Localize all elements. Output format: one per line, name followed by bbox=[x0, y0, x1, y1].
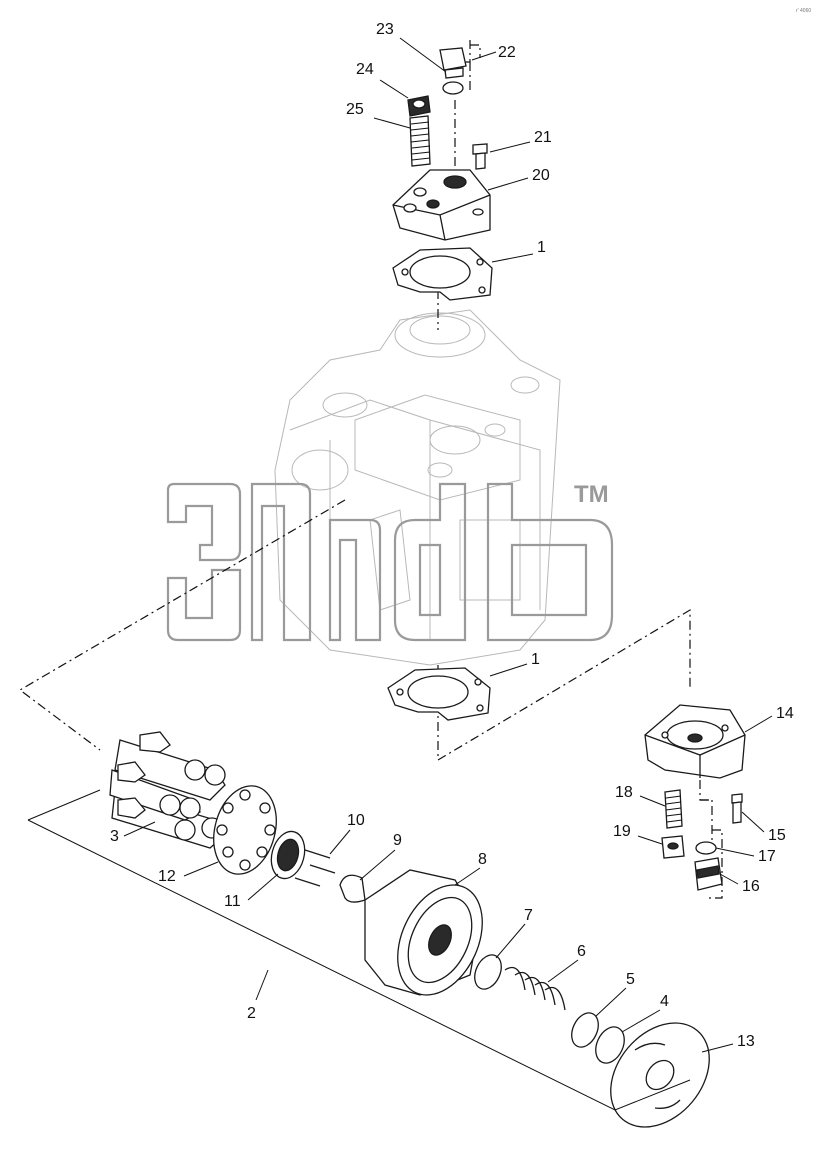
nut-19 bbox=[661, 835, 685, 859]
spring-6 bbox=[504, 966, 566, 1011]
callout-19: 19 bbox=[613, 823, 631, 840]
callout-5: 5 bbox=[626, 971, 635, 988]
nut-24 bbox=[407, 95, 431, 117]
gasket-1-top bbox=[392, 247, 493, 301]
stud-18 bbox=[664, 789, 683, 829]
callout-11: 11 bbox=[224, 893, 241, 910]
screw-21 bbox=[472, 143, 488, 170]
cover-20 bbox=[392, 169, 491, 241]
assembly-outline-2 bbox=[27, 789, 691, 1111]
pins-10 bbox=[294, 849, 336, 887]
callout-14: 14 bbox=[776, 705, 794, 722]
callout-8: 8 bbox=[478, 851, 487, 868]
cylinder-barrel-8 bbox=[364, 869, 483, 996]
valve-plate-13 bbox=[610, 1022, 710, 1128]
callout-9: 9 bbox=[393, 832, 402, 849]
plug-16 bbox=[694, 857, 723, 891]
callout-17: 17 bbox=[758, 848, 776, 865]
callout-1-top: 1 bbox=[537, 239, 546, 256]
callout-20: 20 bbox=[532, 167, 550, 184]
stud-25 bbox=[409, 115, 431, 167]
washer-7 bbox=[474, 954, 502, 990]
callout-labels: 23 22 24 25 21 20 1 1 14 18 15 19 17 16 … bbox=[110, 21, 794, 1053]
cover-14 bbox=[644, 704, 746, 779]
pump-housing-ghost bbox=[274, 309, 561, 666]
ring-5 bbox=[571, 1012, 599, 1048]
callout-25: 25 bbox=[346, 101, 364, 118]
callout-7: 7 bbox=[524, 907, 533, 924]
plug-22 bbox=[439, 47, 467, 95]
screw-15 bbox=[731, 793, 743, 824]
callout-18: 18 bbox=[615, 784, 633, 801]
ring-4 bbox=[595, 1026, 625, 1064]
callout-22: 22 bbox=[498, 44, 516, 61]
assembly-centerlines bbox=[18, 40, 723, 899]
callout-2: 2 bbox=[247, 1005, 256, 1022]
gasket-1-bottom bbox=[387, 667, 491, 721]
callout-4: 4 bbox=[660, 993, 669, 1010]
callout-13: 13 bbox=[737, 1033, 755, 1050]
callout-6: 6 bbox=[577, 943, 586, 960]
retainer-plate-12 bbox=[213, 785, 277, 875]
callout-3: 3 bbox=[110, 828, 119, 845]
callout-21: 21 bbox=[534, 129, 552, 146]
callout-10: 10 bbox=[347, 812, 365, 829]
trademark-symbol: TM bbox=[574, 481, 609, 508]
callout-23: 23 bbox=[376, 21, 394, 38]
callout-1-bottom: 1 bbox=[531, 651, 540, 668]
corner-mark: r' 4060 bbox=[796, 8, 811, 14]
callout-12: 12 bbox=[158, 868, 176, 885]
brand-watermark: TM bbox=[166, 481, 614, 642]
callout-24: 24 bbox=[356, 61, 374, 78]
pistons-3 bbox=[109, 731, 226, 849]
oring-17 bbox=[695, 841, 717, 855]
bearing-11 bbox=[270, 830, 306, 880]
callout-16: 16 bbox=[742, 878, 760, 895]
callout-15: 15 bbox=[768, 827, 786, 844]
